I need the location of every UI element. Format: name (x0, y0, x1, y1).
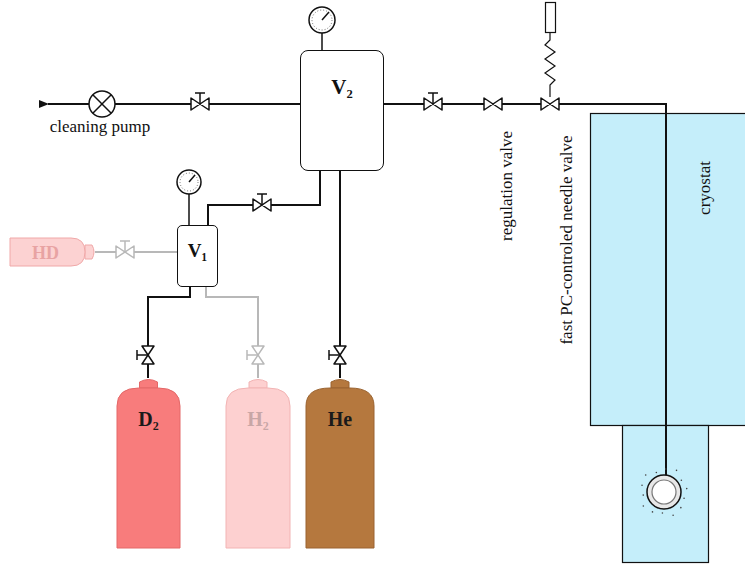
gas-name: He (328, 408, 352, 431)
gas-bottle: He (306, 378, 374, 548)
gas-name: HD (32, 243, 59, 264)
valve-symbol (484, 98, 502, 110)
cryostat: cryostat (590, 113, 745, 425)
bottle-outline (117, 378, 180, 548)
valve-symbol (541, 98, 559, 110)
gas-line (208, 171, 320, 225)
vessel-name: cryostat (695, 161, 715, 215)
valve-symbol (247, 346, 264, 364)
bottle-outline (226, 378, 290, 548)
exhaust-arrow (48, 103, 89, 105)
valve-symbol (137, 346, 154, 364)
needle-valve-actuator (545, 3, 556, 98)
valve-symbol (424, 93, 442, 110)
vessel-box: V₂ (300, 50, 384, 171)
gas-bottle: D₂ (117, 378, 180, 548)
valve-symbol (329, 346, 346, 364)
gas-name: H₂ (247, 408, 269, 431)
valve-symbol (191, 93, 209, 110)
gas-bottle: H₂ (226, 378, 290, 548)
valve-label: fast PC-controled needle valve (557, 135, 577, 344)
valve-symbol (253, 194, 271, 211)
sample-cell (641, 468, 687, 516)
capillary-line (665, 113, 667, 475)
component-label: cleaning pump (50, 117, 151, 137)
gas-line (95, 251, 177, 253)
vessel-box: V₁ (177, 225, 218, 287)
cryostat-vessel (591, 114, 745, 426)
gas-name: V₂ (331, 75, 352, 100)
pump-symbol (89, 91, 115, 117)
valve-symbol (116, 241, 134, 258)
gas-line (206, 287, 258, 378)
pressure-gauge (177, 170, 201, 225)
gas-name: V₁ (188, 240, 207, 262)
pressure-gauge (309, 7, 335, 50)
gas-name: D₂ (138, 408, 158, 431)
valve-label: regulation valve (497, 131, 517, 241)
gas-bottle: HD (10, 238, 95, 269)
bottle-outline (306, 378, 374, 548)
